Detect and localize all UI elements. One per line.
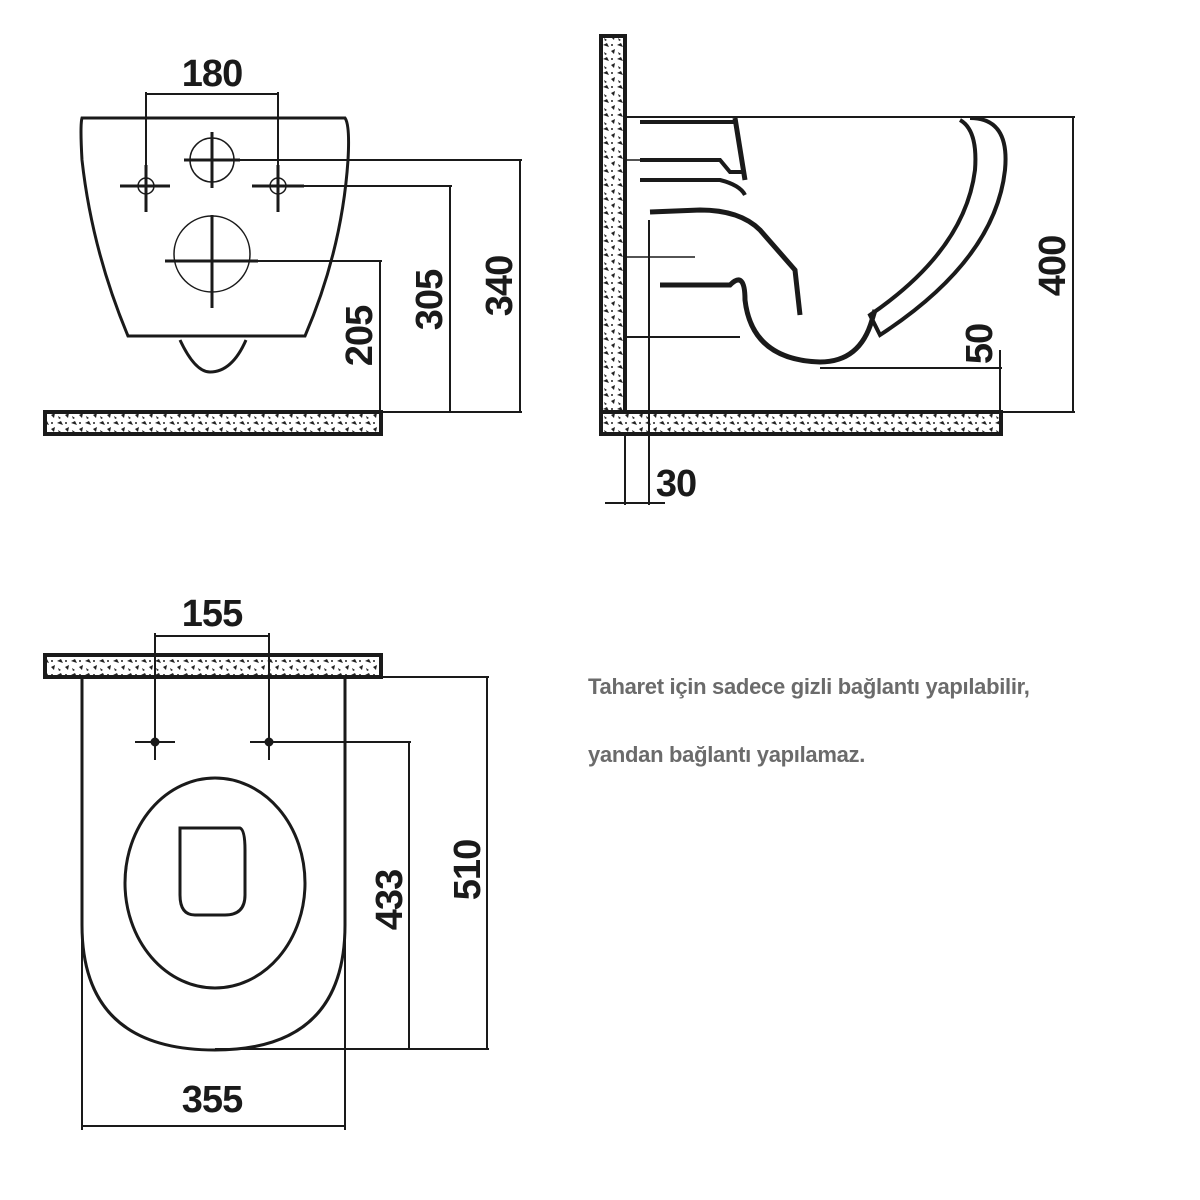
dim-50: 50: [959, 324, 1001, 364]
dim-510: 510: [447, 840, 489, 900]
floor-slab: [599, 410, 1003, 436]
floor-slab: [43, 410, 383, 436]
bolt-left-icon: [150, 737, 160, 747]
trap: [649, 117, 878, 365]
seat-opening: [178, 826, 247, 917]
side-section: [599, 34, 1075, 505]
dim-205: 205: [339, 305, 381, 366]
dim-355: 355: [182, 1079, 243, 1121]
installation-note-line-1: Taharet için sadece gizli bağlantı yapıl…: [588, 674, 1030, 699]
installation-note-line-2: yandan bağlantı yapılamaz.: [588, 742, 866, 767]
wall-slab: [43, 653, 383, 679]
bowl-outline: [80, 677, 347, 1052]
dim-305: 305: [409, 269, 451, 330]
rear-view: [43, 92, 522, 436]
drain-stub: [178, 339, 248, 374]
dim-340: 340: [479, 256, 521, 316]
dim-30: 30: [656, 463, 696, 505]
wall: [599, 34, 627, 436]
dim-180: 180: [182, 53, 242, 95]
dim-155: 155: [182, 593, 243, 635]
dim-433: 433: [369, 870, 411, 930]
top-view: [43, 633, 489, 1130]
dim-400: 400: [1032, 236, 1074, 296]
bowl-shell: [867, 116, 1008, 338]
bowl-outline: [79, 116, 351, 338]
seat-ring: [123, 776, 307, 990]
